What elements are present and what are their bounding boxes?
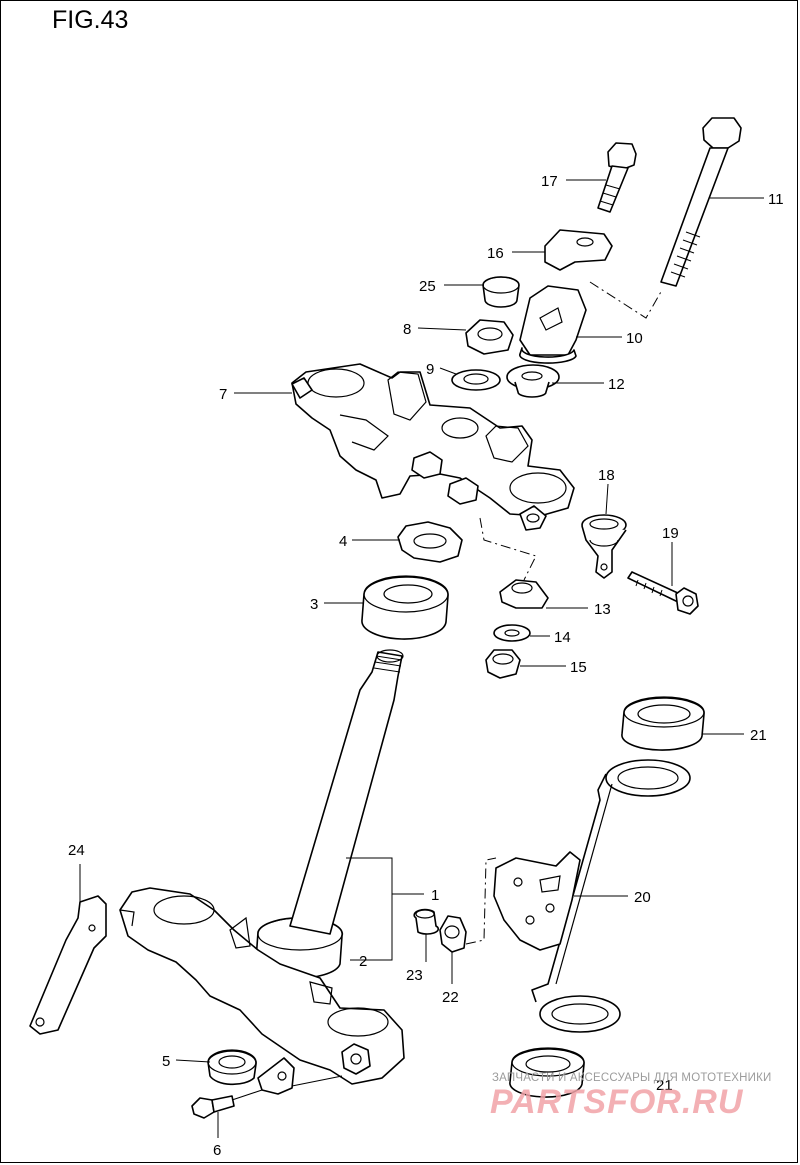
part-5-grommet <box>207 1049 257 1086</box>
part-25-cap <box>482 276 520 308</box>
part-24-bracket <box>29 895 107 1035</box>
callout-19: 19 <box>662 525 679 542</box>
part-10-holder <box>519 285 587 364</box>
callout-20: 20 <box>634 889 651 906</box>
leader-lines <box>79 179 764 1138</box>
callout-18: 18 <box>598 467 615 484</box>
callout-24: 24 <box>68 842 85 859</box>
callout-4: 4 <box>339 533 347 550</box>
part-6-screw <box>191 1057 295 1119</box>
part-18-clamp <box>581 514 627 579</box>
callout-2: 2 <box>359 953 367 970</box>
callout-3: 3 <box>310 596 318 613</box>
callout-23: 23 <box>406 967 423 984</box>
part-20-stay <box>493 759 691 1033</box>
callout-10: 10 <box>626 330 643 347</box>
figure-title: FIG.43 <box>52 6 129 34</box>
part-23-collar <box>413 908 440 935</box>
part-21-grommet-lower <box>509 1047 585 1098</box>
callout-8: 8 <box>403 321 411 338</box>
part-8-nut <box>465 319 514 355</box>
lower-bracket <box>119 887 405 1085</box>
part-17-bolt <box>597 142 637 213</box>
callout-6: 6 <box>213 1142 221 1159</box>
callout-21-lower: 21 <box>656 1077 673 1094</box>
callout-16: 16 <box>487 245 504 262</box>
callout-15: 15 <box>570 659 587 676</box>
part-21-grommet-upper <box>621 696 705 751</box>
callout-14: 14 <box>554 629 571 646</box>
part-15-nut <box>485 649 521 679</box>
callout-5: 5 <box>162 1053 170 1070</box>
callout-11: 11 <box>768 191 784 208</box>
callout-25: 25 <box>419 278 436 295</box>
callout-labels: 1 2 3 4 5 6 7 8 9 10 11 12 13 14 15 16 1… <box>68 173 784 1159</box>
callout-22: 22 <box>442 989 459 1006</box>
part-14-washer <box>493 624 531 642</box>
callout-17: 17 <box>541 173 558 190</box>
part-19-bolt <box>627 571 699 615</box>
callout-7: 7 <box>219 386 227 403</box>
part-4-lock-nut <box>397 521 463 563</box>
part-7-upper-bracket <box>291 363 575 531</box>
part-9-washer <box>451 369 501 391</box>
part-1-steering-stem <box>289 649 404 935</box>
callout-12: 12 <box>608 376 625 393</box>
callout-9: 9 <box>426 361 434 378</box>
callout-13: 13 <box>594 601 611 618</box>
centre-lines <box>465 281 663 945</box>
watermark-brand-logo: PARTSFOR.RU <box>490 1083 744 1121</box>
part-13-damper <box>499 579 549 609</box>
part-16-holder-cap <box>544 229 613 271</box>
part-3-bearing <box>361 575 449 640</box>
callout-1: 1 <box>431 887 439 904</box>
part-12-damper <box>506 364 560 398</box>
callout-21-upper: 21 <box>750 727 767 744</box>
watermark-tagline: ЗАПЧАСТИ И АКСЕССУАРЫ ДЛЯ МОТОТЕХНИКИ <box>492 1072 772 1084</box>
part-22-grommet <box>439 915 467 953</box>
part-11-long-bolt <box>660 117 742 287</box>
